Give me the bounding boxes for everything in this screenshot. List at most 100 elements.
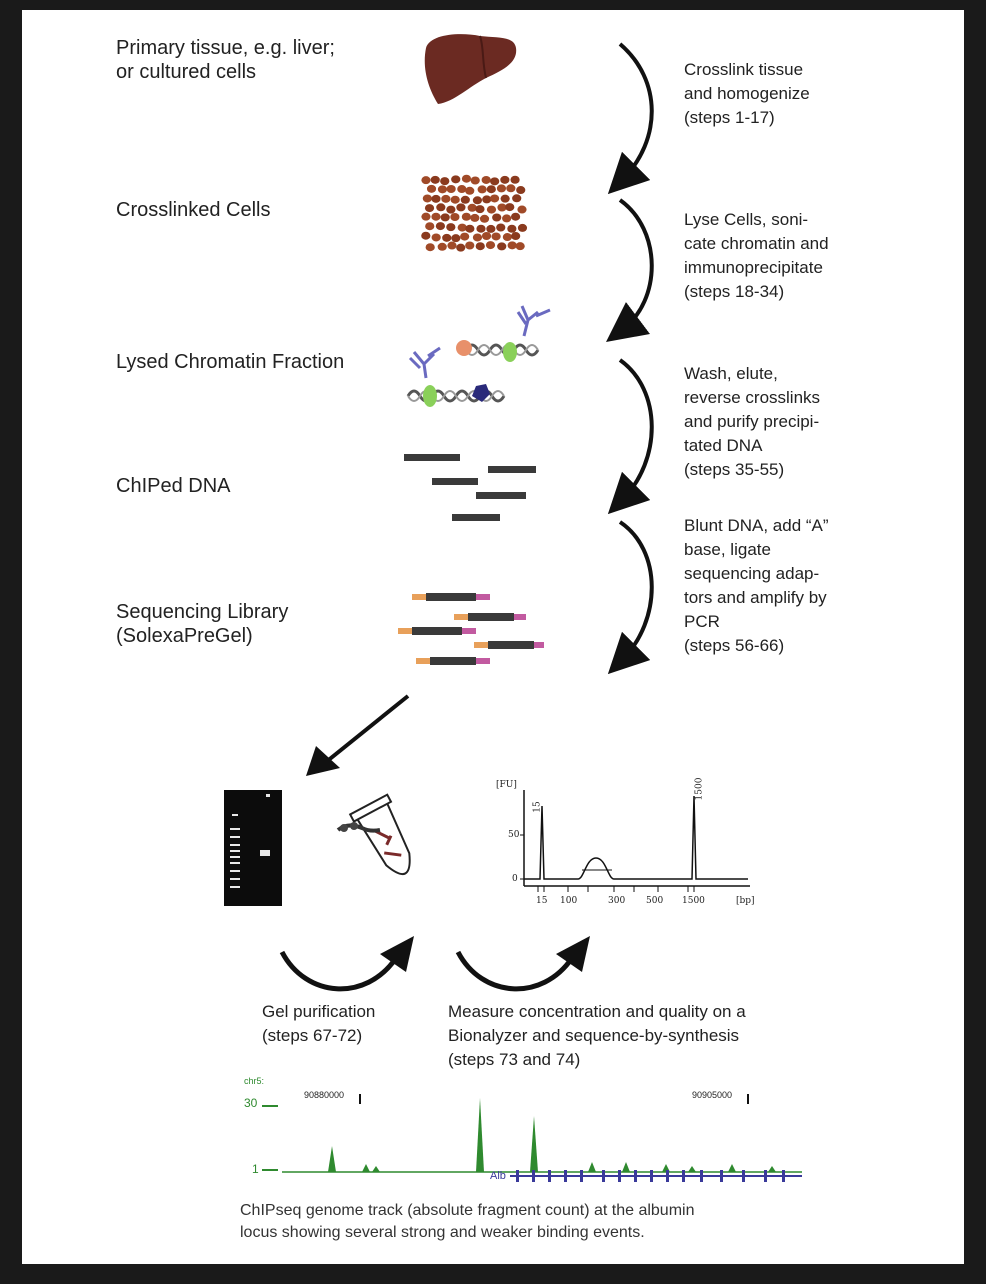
- cell-icon: [465, 241, 475, 250]
- stage-label-primary-tissue: Primary tissue, e.g. liver; or cultured …: [116, 37, 335, 83]
- step-text-crosslink: Crosslink tissue and homogenize (steps 1…: [684, 60, 810, 127]
- cell-icon: [510, 212, 521, 221]
- gene-exon: [666, 1170, 669, 1182]
- gene-exon: [618, 1170, 621, 1182]
- stage-label-crosslinked-cells: Crosslinked Cells: [116, 199, 271, 221]
- cell-icon: [486, 224, 496, 233]
- cell-icon: [486, 205, 497, 214]
- cell-icon: [465, 186, 475, 195]
- cell-icon: [510, 175, 520, 184]
- tube-icon: [336, 793, 411, 876]
- stage-label-lysed-chromatin: Lysed Chromatin Fraction: [116, 351, 345, 373]
- cell-icon: [436, 203, 446, 212]
- cell-icon: [460, 195, 470, 204]
- cell-icon: [476, 224, 486, 233]
- cell-icon: [456, 243, 466, 252]
- cell-icon: [421, 176, 431, 185]
- cell-icon: [505, 203, 515, 212]
- cell-icon: [492, 213, 502, 222]
- cell-icon: [496, 184, 507, 193]
- cell-icon: [507, 241, 517, 250]
- cell-icon: [472, 233, 483, 242]
- cell-icon: [450, 195, 460, 204]
- cell-icon: [457, 223, 467, 232]
- bioanalyzer-step-text: Measure concentration and quality on a B…: [448, 1002, 746, 1069]
- stage-label-sequencing-library: Sequencing Library (SolexaPreGel): [116, 601, 289, 647]
- track-peak: [768, 1166, 776, 1172]
- cell-icon: [437, 185, 448, 194]
- track-peak: [688, 1166, 696, 1172]
- cell-icon: [517, 205, 527, 214]
- cell-icon: [421, 231, 431, 240]
- diagonal-arrow-icon: [306, 694, 410, 776]
- cell-icon: [467, 203, 477, 212]
- gene-exon: [602, 1170, 605, 1182]
- bioanalyzer-y-tick-0: 0: [512, 874, 518, 884]
- cell-icon: [440, 213, 450, 222]
- track-peak: [530, 1116, 538, 1172]
- arrow-4-icon: [607, 520, 654, 675]
- cell-icon: [497, 242, 507, 251]
- genome-track: [262, 1094, 802, 1182]
- gene-exon: [548, 1170, 551, 1182]
- cell-icon: [489, 194, 500, 203]
- cell-icon: [430, 175, 440, 184]
- bioanalyzer-x-tick-300: 300: [608, 896, 626, 906]
- track-chrom-label: chr5:: [244, 1076, 265, 1086]
- track-peak: [476, 1098, 484, 1172]
- track-coord-left: 90880000: [304, 1090, 345, 1100]
- cell-icon: [470, 176, 480, 185]
- gene-exon: [742, 1170, 745, 1182]
- cell-icon: [451, 234, 461, 243]
- cell-icon: [470, 213, 480, 222]
- liver-icon: [424, 34, 517, 104]
- gene-exon: [764, 1170, 767, 1182]
- cell-icon: [431, 194, 441, 203]
- track-peak: [328, 1146, 336, 1172]
- arrow-1-icon: [607, 42, 654, 195]
- cell-icon: [497, 203, 507, 212]
- cell-icon: [507, 224, 517, 233]
- cell-icon: [481, 232, 492, 241]
- cell-icon: [426, 184, 437, 193]
- gene-exon: [720, 1170, 723, 1182]
- cell-icon: [506, 184, 516, 193]
- chromatin-antibody-icon: [406, 305, 551, 407]
- gene-exon: [700, 1170, 703, 1182]
- cell-icon: [421, 212, 431, 221]
- bioanalyzer-arrow-icon: [455, 936, 590, 992]
- cell-icon: [502, 233, 512, 242]
- cell-icon: [457, 185, 467, 194]
- cell-icon: [502, 214, 512, 223]
- track-gene-label: Alb: [490, 1170, 506, 1182]
- cell-icon: [446, 205, 456, 214]
- cell-icon: [500, 194, 510, 203]
- cell-icon: [451, 175, 461, 184]
- workflow-arrows: [606, 42, 654, 675]
- step-text-wash: Wash, elute, reverse crosslinks and puri…: [684, 364, 821, 479]
- bioanalyzer-x-tick-1500: 1500: [682, 896, 705, 906]
- track-peak: [728, 1164, 736, 1172]
- gene-exon: [650, 1170, 653, 1182]
- cell-icon: [491, 232, 501, 241]
- figure-caption: ChIPseq genome track (absolute fragment …: [240, 1202, 695, 1241]
- step-text-blunt: Blunt DNA, add “A” base, ligate sequenci…: [684, 516, 829, 655]
- bioanalyzer-x-tick-15: 15: [536, 896, 548, 906]
- cell-icon: [517, 223, 528, 232]
- track-scale-bottom: 1: [252, 1162, 259, 1176]
- cell-icon: [447, 241, 457, 250]
- track-peak: [372, 1166, 380, 1172]
- cell-icon: [486, 185, 496, 194]
- cell-icon: [477, 185, 487, 194]
- bioanalyzer-y-tick-50: 50: [508, 830, 520, 840]
- step-text-lyse: Lyse Cells, soni- cate chromatin and imm…: [684, 210, 829, 301]
- bioanalyzer-y-unit: [FU]: [496, 780, 517, 790]
- track-peak: [362, 1164, 370, 1172]
- stage-label-chiped-dna: ChIPed DNA: [116, 475, 231, 497]
- cell-icon: [516, 186, 526, 195]
- cell-icon: [472, 196, 483, 205]
- chiped-dna-fragments-icon: [404, 454, 536, 521]
- track-peak: [622, 1162, 630, 1172]
- cell-icon: [460, 232, 470, 241]
- arrow-3-icon: [607, 358, 654, 515]
